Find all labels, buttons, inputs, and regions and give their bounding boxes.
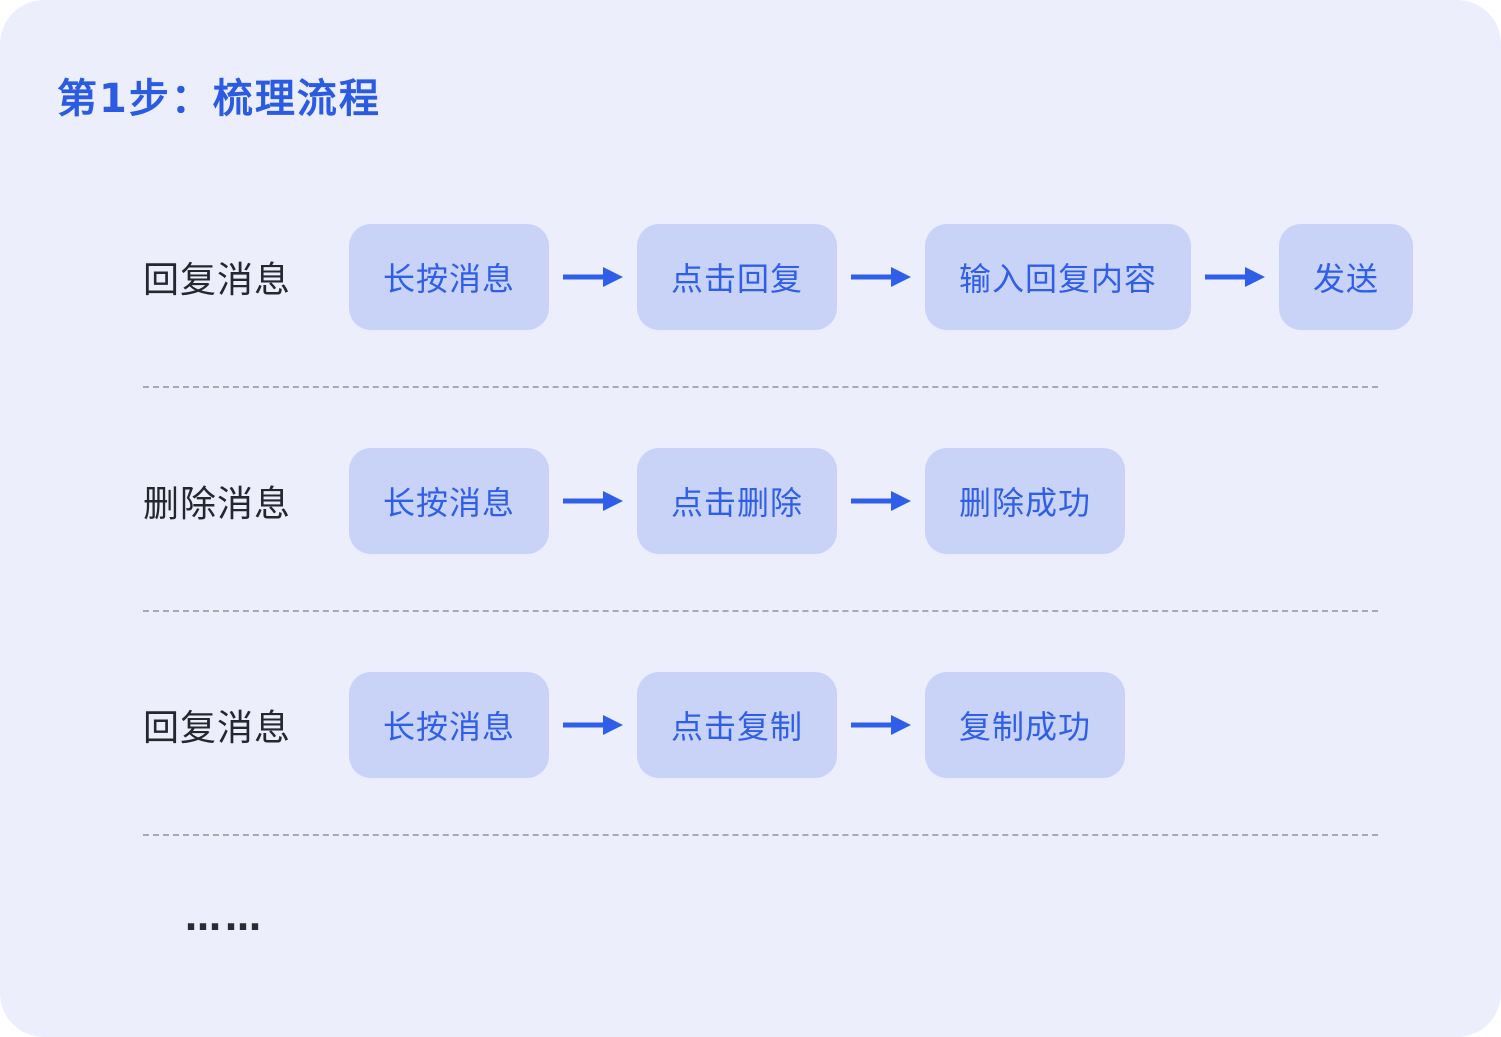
arrow-right-icon [1205, 267, 1266, 287]
flow-step: 删除成功 [925, 448, 1126, 554]
arrow-right-icon [851, 715, 912, 735]
dashed-divider [143, 610, 1378, 612]
arrow-right-icon [851, 491, 912, 511]
flow-step: 点击回复 [637, 224, 838, 330]
flows-container: 回复消息 长按消息 点击回复 输入回复内容 发送 删除消息 长按消息 [143, 224, 1414, 939]
ellipsis-more: …… [185, 898, 265, 939]
arrow-right-icon [851, 267, 912, 287]
dashed-divider [143, 386, 1378, 388]
flow-step: 发送 [1279, 224, 1414, 330]
arrow-right-icon [563, 267, 624, 287]
flow-step: 点击复制 [637, 672, 838, 778]
arrow-right-icon [563, 715, 624, 735]
flow-label: 回复消息 [143, 260, 292, 301]
arrow-right-icon [563, 491, 624, 511]
dashed-divider [143, 834, 1378, 836]
flow-step: 长按消息 [349, 448, 550, 554]
flow-label: 删除消息 [143, 484, 292, 525]
flow-step: 长按消息 [349, 224, 550, 330]
flow-step: 点击删除 [637, 448, 838, 554]
flow-step: 长按消息 [349, 672, 550, 778]
flow-label: 回复消息 [143, 708, 292, 749]
flow-row-delete-message: 删除消息 长按消息 点击删除 删除成功 [143, 448, 1378, 554]
flow-step: 输入回复内容 [925, 224, 1192, 330]
flow-row-copy-message: 回复消息 长按消息 点击复制 复制成功 [143, 672, 1378, 778]
page-title: 第1步：梳理流程 [57, 76, 381, 122]
flow-row-reply-message: 回复消息 长按消息 点击回复 输入回复内容 发送 [143, 224, 1414, 330]
flow-step: 复制成功 [925, 672, 1126, 778]
